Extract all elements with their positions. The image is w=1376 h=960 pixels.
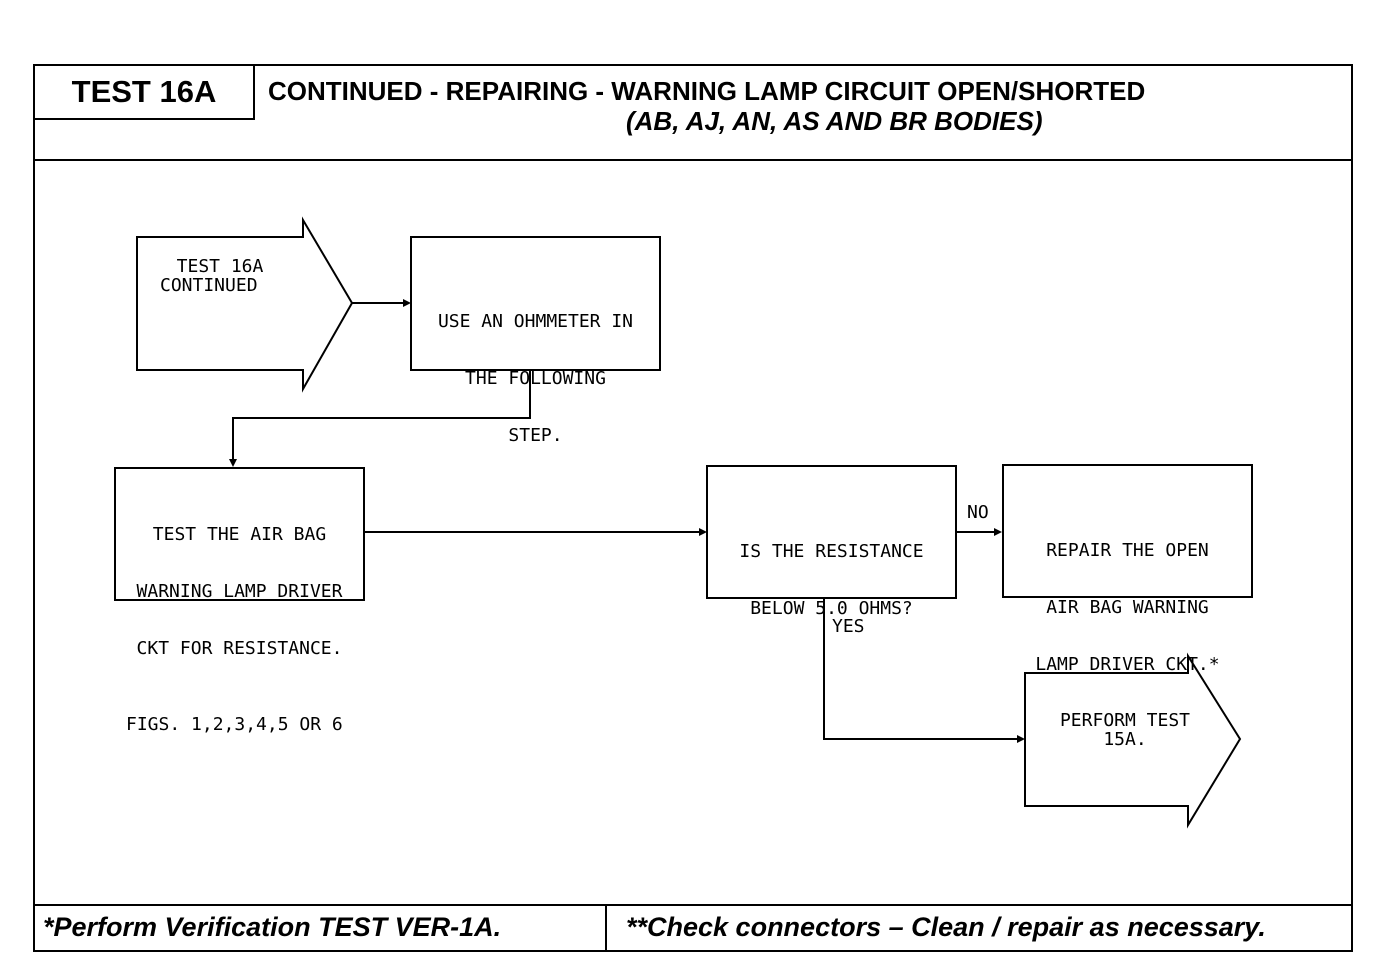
yes-label: YES [832, 616, 865, 637]
arrowhead-repair [994, 528, 1002, 536]
step2-line1: TEST THE AIR BAG [152, 524, 327, 545]
footer-note-left: *Perform Verification TEST VER-1A. [43, 912, 502, 942]
step1-line2: THE FOLLOWING [465, 368, 606, 389]
repair-box: REPAIR THE OPEN AIR BAG WARNING LAMP DRI… [1002, 464, 1253, 674]
decision-line1: IS THE RESISTANCE [739, 541, 924, 562]
arrowhead-step1 [403, 299, 411, 307]
page-frame [33, 64, 1353, 952]
start-line1: TEST 16A [176, 256, 264, 277]
end-line2: 15A. [1103, 729, 1147, 750]
test-id: TEST 16A [71, 74, 217, 109]
connector-step1-step2 [232, 370, 531, 460]
footer-divider [33, 904, 1353, 906]
test-id-box: TEST 16A [33, 64, 255, 120]
decision-box: IS THE RESISTANCE BELOW 5.0 OHMS? [706, 465, 957, 618]
footer-separator [605, 904, 607, 952]
start-line2: CONTINUED [160, 275, 258, 296]
decision-line2: BELOW 5.0 OHMS? [750, 598, 913, 619]
header-title: CONTINUED - REPAIRING - WARNING LAMP CIR… [268, 76, 1146, 106]
start-arrow-shape [136, 216, 354, 393]
arrowhead-decision [699, 528, 707, 536]
step2-line2: WARNING LAMP DRIVER [136, 581, 343, 602]
step1-box: USE AN OHMMETER IN THE FOLLOWING STEP. [410, 236, 661, 445]
arrowhead-end [1017, 735, 1025, 743]
header-divider [33, 159, 1353, 161]
end-arrow-shape [1024, 652, 1242, 829]
step1-line1: USE AN OHMMETER IN [437, 311, 634, 332]
repair-line1: REPAIR THE OPEN [1046, 540, 1209, 561]
repair-line3: LAMP DRIVER CKT.* [1035, 654, 1220, 675]
repair-line2: AIR BAG WARNING [1046, 597, 1209, 618]
connector-yes [823, 598, 1018, 740]
header-subtitle: (AB, AJ, AN, AS AND BR BODIES) [626, 106, 1043, 136]
end-line1: PERFORM TEST [1059, 710, 1191, 731]
step2-line3: CKT FOR RESISTANCE. [136, 638, 343, 659]
no-label: NO [967, 502, 989, 523]
step2-box: TEST THE AIR BAG WARNING LAMP DRIVER CKT… [114, 467, 365, 734]
step1-line3: STEP. [508, 425, 563, 446]
step2-line4: FIGS. 1,2,3,4,5 OR 6 [126, 714, 343, 735]
arrowhead-step2 [229, 459, 237, 467]
footer-note-right: **Check connectors – Clean / repair as n… [626, 912, 1266, 942]
